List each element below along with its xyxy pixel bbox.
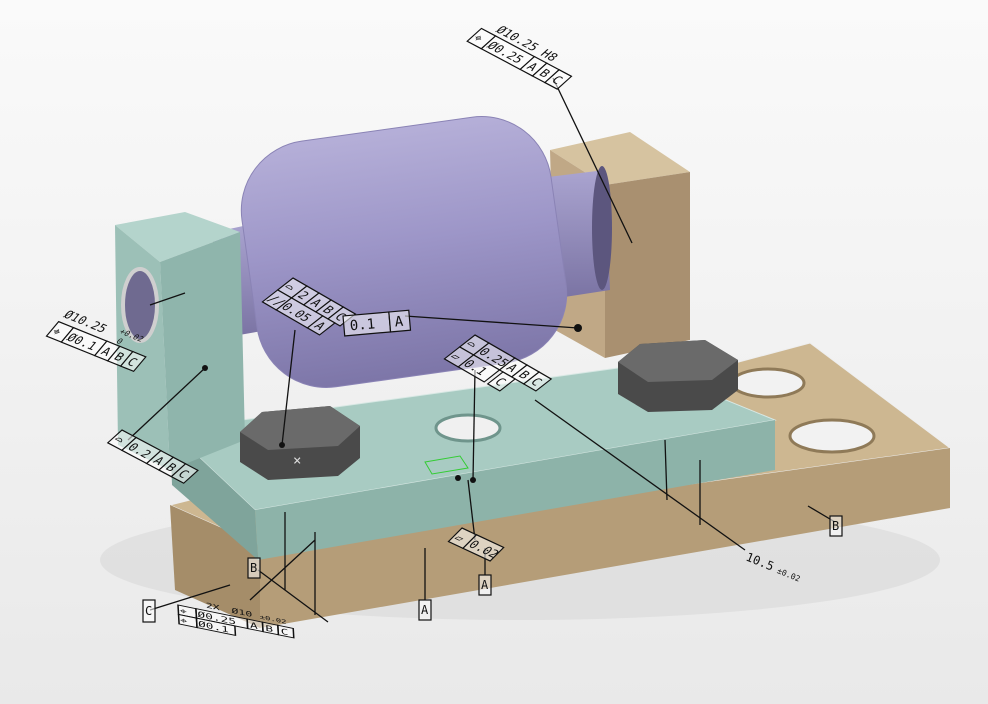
bolt-left[interactable]: × (240, 406, 360, 480)
hole (121, 267, 159, 343)
bolt-right[interactable] (618, 340, 738, 412)
leader-lines (127, 77, 836, 623)
fcf-parallel[interactable]: 0.1 A (342, 309, 412, 337)
datum-ref: C (280, 626, 288, 637)
datum-letter: C (145, 604, 152, 618)
datum-b: B (829, 515, 843, 537)
datum-flags: A A B B C (142, 515, 843, 623)
position-icon: ⌖ (179, 606, 187, 617)
tolerance-value: 0.1 (349, 316, 376, 334)
tolerance-lower: 0 (114, 336, 125, 346)
hole (434, 413, 502, 443)
fcf-left-profile[interactable]: ⌓ 0.2 A B C (106, 429, 199, 484)
datum-ref: B (265, 623, 273, 634)
datum-letter: B (832, 519, 839, 533)
count-label: 2X (206, 602, 221, 613)
fcf-center-left[interactable]: ⌓ 2 A B C // 0.05 A (261, 277, 357, 338)
datum-a: A (478, 574, 492, 596)
hole (730, 367, 806, 399)
fcf-center-right[interactable]: ⌓ 0.25 A B C ▱ 0.1 C (443, 334, 553, 403)
hole (788, 418, 876, 454)
datum-letter: B (250, 561, 257, 575)
position-icon: ⌖ (180, 615, 188, 626)
center-mark-icon: × (293, 453, 301, 469)
datum-ref: A (250, 620, 259, 631)
datum-letter: A (421, 603, 429, 617)
l-bracket[interactable] (115, 212, 777, 560)
datum-b: B (247, 557, 261, 579)
fcf-bottom-left[interactable]: 2X Ø10 ±0.02 ⌖ Ø0.25 A B C ⌖ Ø0.1 (177, 595, 295, 648)
dimension-label: Ø10 (231, 606, 252, 619)
datum-c: C (142, 599, 156, 623)
datum-ref: A (394, 314, 404, 331)
datum-a: A (418, 599, 432, 621)
datum-letter: A (481, 578, 489, 592)
